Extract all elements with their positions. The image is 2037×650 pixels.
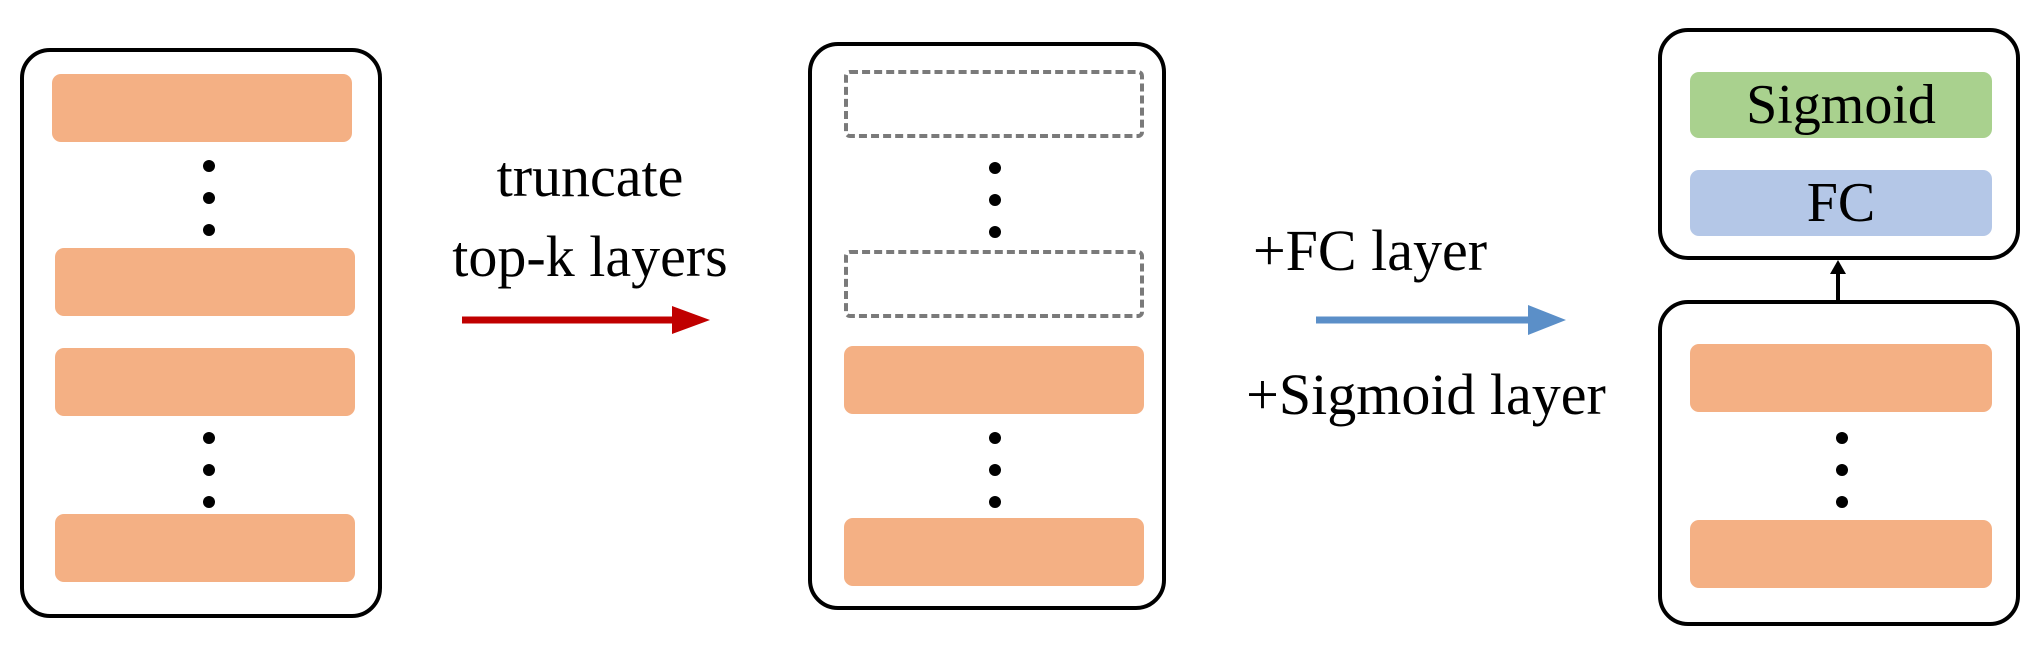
base-network-box [1658,300,2020,626]
ellipsis-dots [1836,432,1852,512]
original-layer-4 [55,514,355,582]
fc-layer: FC [1690,170,1992,236]
top-k-layers-label: top-k layers [452,224,728,289]
connector-arrow [1830,260,1846,302]
ellipsis-dots [203,160,219,240]
base-layer-1 [1690,344,1992,412]
add-fc-layer-label: +FC layer [1252,218,1488,283]
add-layers-arrow [1316,305,1566,335]
ellipsis-dots [989,432,1005,512]
truncated-network-box [808,42,1166,610]
truncate-label: truncate [496,144,684,209]
new-head-box: Sigmoid FC [1658,28,2020,260]
ellipsis-dots [989,162,1005,242]
add-sigmoid-layer-label: +Sigmoid layer [1246,362,1606,427]
original-layer-3 [55,348,355,416]
original-network-box [20,48,382,618]
kept-layer-1 [844,346,1144,414]
ellipsis-dots [203,432,219,512]
truncate-arrow [462,306,710,334]
removed-layer-1 [844,70,1144,138]
kept-layer-2 [844,518,1144,586]
removed-layer-2 [844,250,1144,318]
sigmoid-layer: Sigmoid [1690,72,1992,138]
original-layer-1 [52,74,352,142]
base-layer-2 [1690,520,1992,588]
original-layer-2 [55,248,355,316]
